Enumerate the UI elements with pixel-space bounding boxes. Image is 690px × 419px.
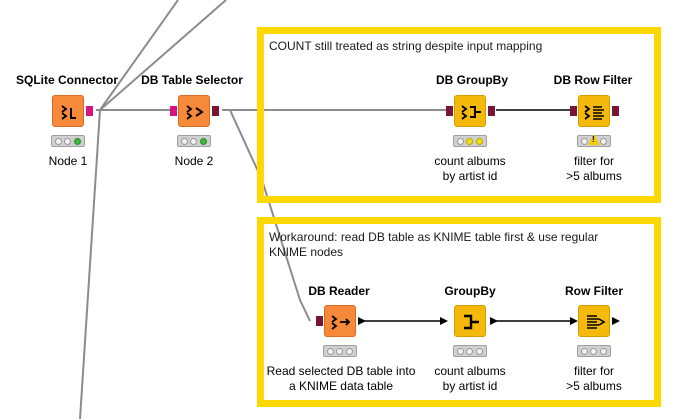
arrowheads [358, 317, 620, 325]
db-table-selector-title: DB Table Selector [141, 73, 243, 87]
annotation-db-issue-text: COUNT still treated as string despite in… [269, 39, 543, 53]
db-table-selector-label[interactable]: Node 2 [174, 154, 214, 168]
row-filter-label[interactable]: filter for >5 albums [566, 364, 622, 393]
db-groupby-status [453, 135, 487, 147]
row-filter-node[interactable] [578, 305, 610, 337]
annotation-workaround-text: Workaround: read DB table as KNIME table… [269, 230, 599, 259]
db-table-selector-out-port[interactable] [212, 106, 219, 116]
row-filter-status [577, 345, 611, 357]
connection-offscreen-1 [99, 0, 179, 111]
db-groupby-out-port[interactable] [488, 106, 495, 116]
db-row-filter-node[interactable] [578, 95, 610, 127]
db-table-selector-status [177, 135, 211, 147]
db-row-filter-label[interactable]: filter for >5 albums [566, 154, 622, 183]
db-row-filter-icon [584, 105, 604, 120]
row-filter-title: Row Filter [564, 284, 624, 298]
native-connections [364, 109, 570, 322]
db-groupby-node[interactable] [454, 95, 486, 127]
warning-icon[interactable]: ! [588, 134, 600, 145]
db-connector-icon [61, 105, 76, 120]
db-reader-label[interactable]: Read selected DB table into a KNIME data… [266, 364, 416, 393]
arrow-into-groupby [440, 317, 448, 325]
db-reader-title: DB Reader [308, 284, 370, 298]
db-row-filter-in-port[interactable] [570, 106, 577, 116]
connection-offscreen-2 [99, 0, 227, 111]
db-table-selector-node[interactable] [178, 95, 210, 127]
groupby-node[interactable] [454, 305, 486, 337]
arrow-out-dbreader [358, 317, 366, 325]
sqlite-connector-status [51, 135, 85, 147]
sqlite-connector-label[interactable]: Node 1 [48, 154, 88, 168]
sqlite-connector-title: SQLite Connector [15, 73, 119, 87]
arrow-out-rowfilter [612, 317, 620, 325]
db-groupby-label[interactable]: count albums by artist id [434, 154, 506, 183]
sqlite-connector-node[interactable] [52, 95, 84, 127]
connection-node2-dbreader [229, 109, 311, 322]
arrow-into-rowfilter [570, 317, 578, 325]
db-table-selector-icon [186, 105, 204, 120]
db-reader-status [323, 345, 357, 357]
db-row-filter-title: DB Row Filter [553, 73, 633, 87]
sqlite-connector-out-port[interactable] [86, 106, 93, 116]
groupby-label[interactable]: count albums by artist id [434, 364, 506, 393]
arrow-out-groupby [490, 317, 498, 325]
row-filter-icon [587, 315, 606, 329]
db-groupby-title: DB GroupBy [436, 73, 508, 87]
db-groupby-icon [461, 105, 481, 120]
connection-node1-offscreen-down [79, 109, 101, 419]
db-groupby-in-port[interactable] [446, 106, 453, 116]
groupby-title: GroupBy [444, 284, 496, 298]
db-reader-icon [331, 315, 351, 330]
db-reader-node[interactable] [324, 305, 356, 337]
groupby-status [453, 345, 487, 357]
annotation-db-issue[interactable] [257, 27, 661, 203]
annotation-workaround[interactable] [257, 217, 661, 407]
db-row-filter-out-port[interactable] [612, 106, 619, 116]
db-table-selector-in-port[interactable] [170, 106, 177, 116]
db-reader-in-port[interactable] [316, 316, 323, 326]
groupby-icon [464, 314, 479, 330]
